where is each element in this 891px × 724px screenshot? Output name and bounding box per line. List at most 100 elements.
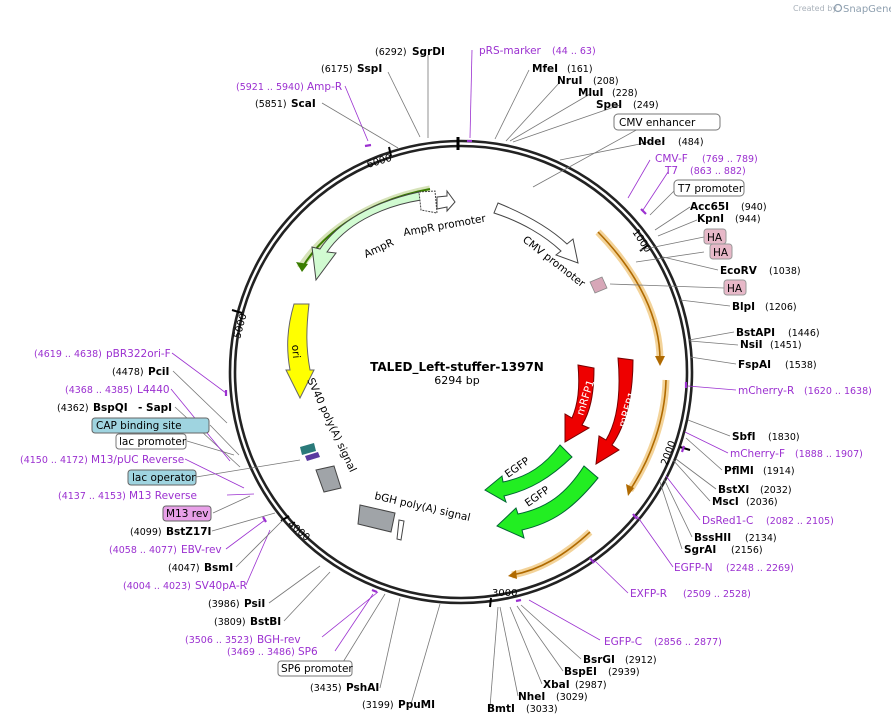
tick-3000: 3000 xyxy=(492,588,517,599)
left-labels-m13-puc-rev-name-label: M13/pUC Reverse xyxy=(91,454,184,466)
right-labels-bmti-pos-label: (3033) xyxy=(526,704,558,715)
left-labels: (4619 .. 4638) pBR322ori-F (4478) PciI (… xyxy=(20,348,435,711)
mrfp1-inner-feature[interactable]: mRFP1 xyxy=(564,364,597,443)
right-labels-xbai-name-label: XbaI xyxy=(543,679,570,691)
right-labels-ha2-label: HA xyxy=(713,247,729,259)
right-labels-mcherry-r-name-label: mCherry-R xyxy=(738,385,794,397)
mrfp1-outer-feature[interactable]: mRFP1 xyxy=(595,357,639,465)
right-labels-t7-range-label: (863 .. 882) xyxy=(690,166,746,177)
snapgene-logo-icon xyxy=(833,3,843,13)
right-labels-mcherry-f-name-label: mCherry-F xyxy=(730,448,785,460)
left-labels-bstbi-name-label: BstBI xyxy=(250,616,281,628)
ampr-feature[interactable]: AmpR AmpR promoter xyxy=(296,185,487,282)
left-labels-bspqi-pos-label: (4362) xyxy=(57,403,89,414)
right-labels-egfp-c-range-label: (2856 .. 2877) xyxy=(654,637,722,648)
left-labels-pbr322ori-f-range-label: (4619 .. 4638) xyxy=(34,349,102,360)
right-labels-pflmi-name-label: PflMI xyxy=(724,465,754,477)
plasmid-length: 6294 bp xyxy=(434,374,479,387)
tick-5000: 5000 xyxy=(232,312,249,339)
ori-feature[interactable]: ori xyxy=(285,303,315,400)
right-labels-bspei-name-label: BspEI xyxy=(564,666,597,678)
top-labels-ampr-primer-range-label: (5921 .. 5940) xyxy=(236,82,304,93)
cmv-promoter-feature[interactable]: CMV promoter xyxy=(493,202,608,294)
right-labels-ecorv-name-label: EcoRV xyxy=(720,265,758,277)
left-labels-pcii-pos-label: (4478) xyxy=(112,367,144,378)
right-labels-cmv-f-range-label: (769 .. 789) xyxy=(702,154,758,165)
left-labels-bgh-rev-name-label: BGH-rev xyxy=(257,634,301,646)
left-labels-pshai-pos-label: (3435) xyxy=(310,683,342,694)
top-labels: (6292) SgrDI (6175) SspI (5921 .. 5940) … xyxy=(236,45,659,111)
left-labels-sv40pa-r-name-label: SV40pA-R xyxy=(195,580,247,592)
right-labels-ha1-label: HA xyxy=(707,232,723,244)
credit-brand-label: SnapGene xyxy=(843,4,891,15)
top-labels-sgrdi-name-label: SgrDI xyxy=(412,46,445,58)
right-labels-t7-name-label: T7 xyxy=(664,165,678,177)
snapgene-credit: Created by SnapGene xyxy=(793,3,891,15)
right-labels-cmv-f-name-label: CMV-F xyxy=(655,153,688,165)
ampr-promoter-label: AmpR promoter xyxy=(402,213,487,239)
left-labels-bstbi-pos-label: (3809) xyxy=(214,617,246,628)
left-labels-sv40pa-r-range-label: (4004 .. 4023) xyxy=(123,581,191,592)
right-labels-dsred1-c-name-label: DsRed1-C xyxy=(702,515,753,527)
left-labels-lac-operator-label: lac operator xyxy=(132,472,196,484)
tick-4000: 4000 xyxy=(285,519,312,544)
credit-text-label: Created by xyxy=(793,4,837,13)
right-labels-sbfi-pos-label: (1830) xyxy=(768,432,800,443)
top-labels-nrui-pos-label: (208) xyxy=(593,76,619,87)
top-labels-mfei-name-label: MfeI xyxy=(532,63,558,75)
top-labels-scai-pos-label: (5851) xyxy=(255,99,287,110)
bgh-polya-feature[interactable]: bGH poly(A) signal xyxy=(357,490,472,541)
right-labels-bstxi-name-label: BstXI xyxy=(718,484,749,496)
right-labels-cmv-enhancer-label: CMV enhancer xyxy=(619,117,696,129)
left-labels-bsmi-pos-label: (4047) xyxy=(168,563,200,574)
right-labels-ecorv-pos-label: (1038) xyxy=(769,266,801,277)
top-labels-scai-name-label: ScaI xyxy=(291,98,316,110)
right-labels-fspai-name-label: FspAI xyxy=(738,359,771,371)
top-labels-sgrdi-pos-label: (6292) xyxy=(375,47,407,58)
left-labels-ebv-rev-name-label: EBV-rev xyxy=(181,544,222,556)
sv40-polya-label: SV40 poly(A) signal xyxy=(304,376,358,474)
right-labels-ndei-pos-label: (484) xyxy=(678,137,704,148)
sv40-polya-feature[interactable]: SV40 poly(A) signal xyxy=(300,376,358,493)
right-labels-nsii-name-label: NsiI xyxy=(740,339,763,351)
top-labels-mlui-name-label: MluI xyxy=(578,87,603,99)
left-labels-bsmi-name-label: BsmI xyxy=(204,562,233,574)
left-labels-psii-pos-label: (3986) xyxy=(208,599,240,610)
left-labels-l4440-range-label: (4368 .. 4385) xyxy=(65,385,133,396)
right-labels-bstapi-name-label: BstAPI xyxy=(736,327,775,339)
right-labels-nhei-pos-label: (3029) xyxy=(556,692,588,703)
right-labels-nsii-pos-label: (1451) xyxy=(770,340,802,351)
right-labels-nhei-name-label: NheI xyxy=(518,691,545,703)
backbone-outer-ring xyxy=(228,139,694,605)
right-labels-acc65i-name-label: Acc65I xyxy=(690,201,729,213)
right-labels-t7-promoter-label: T7 promoter xyxy=(677,183,744,195)
top-labels-mlui-pos-label: (228) xyxy=(612,88,638,99)
left-labels-m13-reverse-range-label: (4137 .. 4153) xyxy=(58,491,126,502)
left-labels-ebv-rev-range-label: (4058 .. 4077) xyxy=(109,545,177,556)
left-labels-bspqi-extra-label: - SapI xyxy=(138,402,172,414)
right-labels-pflmi-pos-label: (1914) xyxy=(763,466,795,477)
right-labels-egfp-n-name-label: EGFP-N xyxy=(674,562,713,574)
top-labels-prs-marker-name-label: pRS-marker xyxy=(479,45,542,57)
left-labels-psii-name-label: PsiI xyxy=(244,598,265,610)
left-labels-bstz17i-name-label: BstZ17I xyxy=(166,526,211,538)
right-labels-bsrgi-pos-label: (2912) xyxy=(625,655,657,666)
left-labels-pshai-name-label: PshAI xyxy=(346,682,379,694)
right-labels-ha3-label: HA xyxy=(727,283,743,295)
left-labels-l4440-name-label: L4440 xyxy=(137,384,170,396)
left-labels-sp6-name-label: SP6 xyxy=(298,646,318,658)
right-labels-mcherry-r-range-label: (1620 .. 1638) xyxy=(804,386,872,397)
plasmid-name: TALED_Left-stuffer-1397N xyxy=(370,360,544,375)
top-labels-nrui-name-label: NruI xyxy=(557,75,582,87)
right-labels-mcherry-f-range-label: (1888 .. 1907) xyxy=(795,449,863,460)
left-labels-ppumi-pos-label: (3199) xyxy=(362,700,394,711)
egfp-inner-feature[interactable]: EGFP xyxy=(484,444,573,504)
top-labels-prs-marker-range-label: (44 .. 63) xyxy=(552,46,596,57)
right-labels-kpni-pos-label: (944) xyxy=(735,214,761,225)
right-labels-dsred1-c-range-label: (2082 .. 2105) xyxy=(766,516,834,527)
right-labels-egfp-n-range-label: (2248 .. 2269) xyxy=(726,563,794,574)
right-labels-bstxi-pos-label: (2032) xyxy=(760,485,792,496)
tick-6000: 6000 xyxy=(366,153,394,171)
orange-cds-track xyxy=(508,229,670,579)
right-labels: CMV enhancer NdeI (484) CMV-F (769 .. 78… xyxy=(487,113,872,715)
